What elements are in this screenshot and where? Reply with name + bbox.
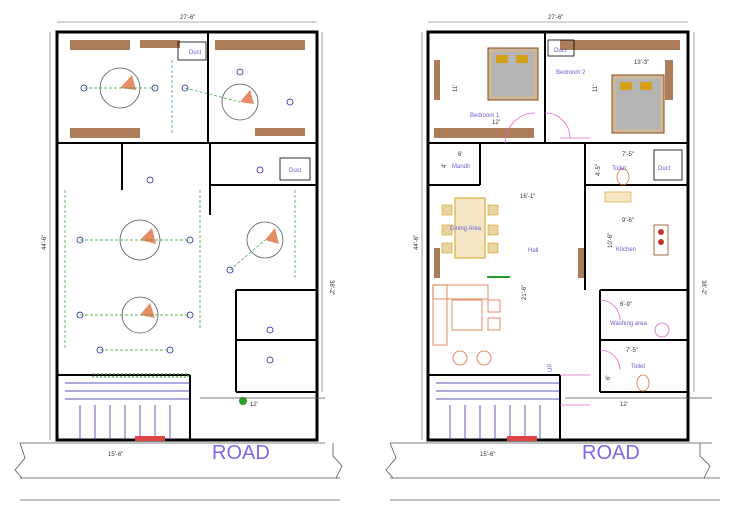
right-side-dimension: 44'-6" [414, 235, 420, 250]
left-top-dimension: 27'-6" [180, 15, 195, 21]
dim-kitchen-h: 10'-6" [608, 233, 614, 248]
dim-bed2-h: 11' [593, 85, 599, 92]
dim-toilet2-w: 7'-5" [626, 348, 638, 354]
room-toilet-2: Toilet [631, 364, 645, 370]
dim-toilet2-h: 6' [606, 376, 612, 380]
left-side-dimension: 44'-6" [42, 235, 48, 250]
dim-hall-h: 21'-6" [522, 285, 528, 300]
room-dining: Dining Area [450, 226, 482, 232]
room-bedroom-2: Bedroom 2 [556, 70, 586, 76]
left-duct-top: Duct [189, 50, 202, 56]
right-setback: 12' [620, 402, 628, 408]
left-outer-wall [55, 30, 319, 442]
room-washing-area: Washing area [610, 321, 647, 327]
dim-toilet-w: 7'-5" [622, 152, 634, 158]
left-road-label: ROAD [212, 442, 270, 464]
stair-up-label: UP [548, 364, 554, 372]
right-right-dimension: 38'-2" [700, 280, 706, 295]
dim-mandir-h: 4' [442, 164, 448, 168]
room-kitchen: Kitchen [616, 247, 636, 253]
right-floor-plan: 27'-6" 44'-6" 38'-2" [385, 15, 720, 501]
right-duct-top: Duct [554, 48, 567, 54]
left-duct-mid: Duct [289, 168, 302, 174]
right-outer-wall [426, 30, 690, 442]
left-setback: 12' [250, 402, 258, 408]
room-mandir: Mandir [452, 164, 470, 170]
room-toilet-1: Toilet [612, 166, 626, 172]
right-bottom-dimension: 15'-6" [480, 452, 495, 458]
right-road-label: ROAD [582, 442, 640, 464]
dim-bed1-w: 11' [453, 85, 459, 92]
room-bedroom-1: Bedroom 1 [470, 113, 500, 119]
dim-hall-w: 16'-1" [520, 194, 535, 200]
dim-wash: 6'-9" [620, 302, 632, 308]
dim-toilet-h: 4'-5" [596, 164, 602, 176]
left-bottom-dimension: 15'-6" [108, 452, 123, 458]
dim-kitchen-w: 9'-6" [622, 218, 634, 224]
right-top-dimension: 27'-6" [548, 15, 563, 21]
dim-bed1-h: 12' [492, 120, 500, 126]
dim-bed2-w: 13'-3" [634, 60, 649, 66]
left-floor-plan: 27'-6" 44'-6" 38'-2" [14, 15, 343, 501]
left-right-dimension: 38'-2" [328, 280, 334, 295]
dim-mandir-w: 6' [458, 152, 462, 158]
right-duct-mid: Duct [658, 166, 671, 172]
room-hall: Hall [528, 248, 538, 254]
